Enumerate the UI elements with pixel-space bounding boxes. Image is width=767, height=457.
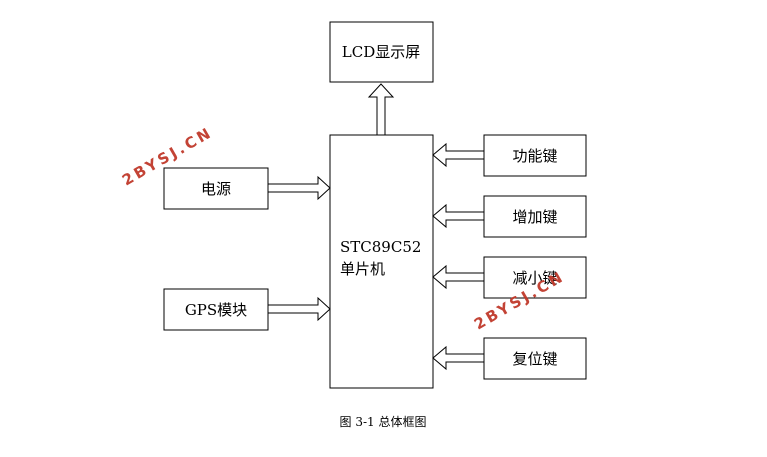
reset-key-label: 复位键 — [512, 350, 557, 368]
mcu-label-line1: STC89C52 — [340, 238, 421, 256]
decrease-key-label: 减小键 — [512, 269, 557, 287]
arrow-decrease-key-to-mcu — [432, 264, 485, 290]
figure-caption: 图 3-1 总体框图 — [340, 415, 427, 429]
increase-key-block: 增加键 — [483, 195, 587, 238]
arrow-power-to-mcu — [267, 175, 331, 201]
arrow-gps-to-mcu — [267, 296, 331, 322]
arrow-function-key-to-mcu — [432, 142, 485, 168]
arrow-reset-key-to-mcu — [432, 345, 485, 371]
power-block: 电源 — [163, 167, 269, 210]
power-label: 电源 — [201, 180, 231, 198]
increase-key-label: 增加键 — [512, 208, 557, 226]
reset-key-block: 复位键 — [483, 337, 587, 380]
gps-block: GPS模块 — [163, 288, 269, 331]
arrow-increase-key-to-mcu — [432, 203, 485, 229]
decrease-key-block: 减小键 — [483, 256, 587, 299]
lcd-label: LCD显示屏 — [342, 43, 420, 61]
function-key-block: 功能键 — [483, 134, 587, 177]
arrow-mcu-to-lcd — [367, 83, 395, 136]
function-key-label: 功能键 — [512, 147, 557, 165]
mcu-block: STC89C52 单片机 — [329, 134, 434, 389]
lcd-block: LCD显示屏 — [329, 21, 434, 83]
gps-label: GPS模块 — [185, 301, 247, 319]
mcu-label-line2: 单片机 — [340, 260, 385, 278]
